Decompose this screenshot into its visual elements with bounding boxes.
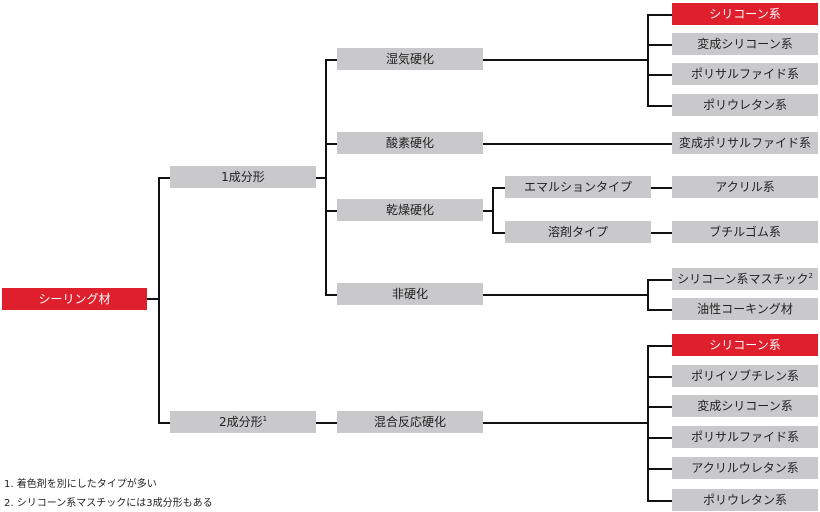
connector-line <box>158 422 170 424</box>
one-component-node: 1成分形 <box>170 166 316 188</box>
material-node: ポリウレタン系 <box>672 94 818 116</box>
connector-line <box>647 74 672 76</box>
connector-line <box>651 187 672 189</box>
connector-line <box>647 44 672 46</box>
material-node: 変成シリコーン系 <box>672 33 818 55</box>
connector-line <box>483 210 492 212</box>
footnote-1: 1. 着色剤を別にしたタイプが多い <box>4 479 157 490</box>
material-node: 油性コーキング材 <box>672 298 818 320</box>
material-node: シリコーン系 <box>672 3 818 25</box>
connector-line <box>325 59 327 294</box>
material-node: アクリルウレタン系 <box>672 457 818 479</box>
material-node: ポリサルファイド系 <box>672 63 818 85</box>
footnote-2: 2. シリコーン系マスチックには3成分形もある <box>4 498 213 509</box>
connector-line <box>325 143 337 145</box>
connector-line <box>316 177 325 179</box>
non-curing-node: 非硬化 <box>337 283 483 305</box>
connector-line <box>316 422 337 424</box>
two-component-label: 2成分形 <box>218 415 263 429</box>
root-node: シーリング材 <box>2 288 147 310</box>
two-component-node: 2成分形1 <box>170 411 316 433</box>
material-node: シリコーン系 <box>672 334 818 356</box>
connector-line <box>647 345 672 347</box>
connector-line <box>483 143 672 145</box>
footnote-2-marker: 2 <box>808 272 813 280</box>
connector-line <box>647 406 672 408</box>
connector-line <box>483 422 647 424</box>
connector-line <box>647 279 649 309</box>
oxygen-curing-node: 酸素硬化 <box>337 132 483 154</box>
connector-line <box>325 294 337 296</box>
connector-line <box>647 437 672 439</box>
connector-line <box>492 232 505 234</box>
material-node: ポリイソブチレン系 <box>672 365 818 387</box>
footnote-1-marker: 1 <box>262 415 268 423</box>
connector-line <box>147 298 158 300</box>
connector-line <box>492 187 494 233</box>
connector-line <box>647 14 649 106</box>
material-node: ブチルゴム系 <box>672 221 818 243</box>
connector-line <box>647 345 649 501</box>
connector-line <box>647 105 672 107</box>
connector-line <box>647 500 672 502</box>
connector-line <box>483 59 647 61</box>
emulsion-type-node: エマルションタイプ <box>505 176 651 198</box>
solvent-type-node: 溶剤タイプ <box>505 221 651 243</box>
connector-line <box>647 309 672 311</box>
connector-line <box>492 187 505 189</box>
material-node: 変成ポリサルファイド系 <box>672 132 818 154</box>
material-node: アクリル系 <box>672 176 818 198</box>
drying-curing-node: 乾燥硬化 <box>337 199 483 221</box>
connector-line <box>158 177 160 422</box>
mixing-reaction-node: 混合反応硬化 <box>337 411 483 433</box>
material-node: 変成シリコーン系 <box>672 395 818 417</box>
material-node: シリコーン系マスチック2 <box>672 268 818 290</box>
connector-line <box>651 232 672 234</box>
connector-line <box>647 279 672 281</box>
connector-line <box>647 468 672 470</box>
connector-line <box>647 14 672 16</box>
connector-line <box>158 177 170 179</box>
moisture-curing-node: 湿気硬化 <box>337 48 483 70</box>
connector-line <box>483 294 647 296</box>
mastic-label: シリコーン系マスチック <box>677 272 809 286</box>
connector-line <box>647 376 672 378</box>
connector-line <box>325 59 337 61</box>
connector-line <box>325 210 337 212</box>
material-node: ポリサルファイド系 <box>672 426 818 448</box>
material-node: ポリウレタン系 <box>672 489 818 511</box>
